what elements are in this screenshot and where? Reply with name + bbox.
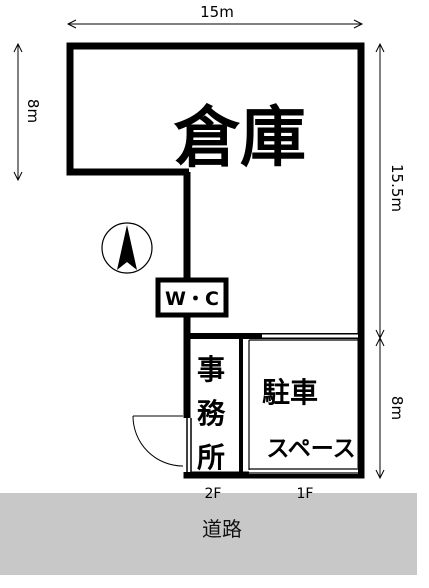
warehouse-label: 倉庫	[173, 99, 306, 176]
door-swing	[132, 415, 184, 467]
dimension-right-lower: 8m	[375, 336, 406, 480]
outer-walls	[66, 42, 365, 479]
road-label: 道路	[202, 517, 242, 541]
dimension-left-label: 8m	[24, 99, 42, 123]
parking-label-line1: 駐車	[262, 376, 318, 409]
dimension-right-lower-label: 8m	[388, 396, 406, 420]
dimension-top-label: 15m	[200, 3, 234, 21]
north-arrow-icon	[101, 222, 153, 274]
dimension-top: 15m	[66, 3, 364, 29]
dimension-right-upper: 15.5m	[375, 42, 406, 340]
office-char-2: 務	[197, 397, 226, 430]
wc-label: W・C	[165, 288, 219, 310]
dimension-right-upper-label: 15.5m	[388, 164, 406, 212]
road-area	[0, 493, 417, 575]
office-label: 事 務 所	[197, 353, 226, 474]
dimension-left: 8m	[13, 42, 42, 182]
office-char-1: 事	[197, 353, 225, 386]
floor-label-1f: 1F	[297, 486, 314, 502]
office-char-3: 所	[197, 441, 225, 474]
wc-box: W・C	[155, 277, 229, 318]
parking-label-line2: スペース	[266, 436, 355, 462]
inner-walls	[182, 333, 361, 475]
floor-label-2f: 2F	[205, 486, 222, 502]
